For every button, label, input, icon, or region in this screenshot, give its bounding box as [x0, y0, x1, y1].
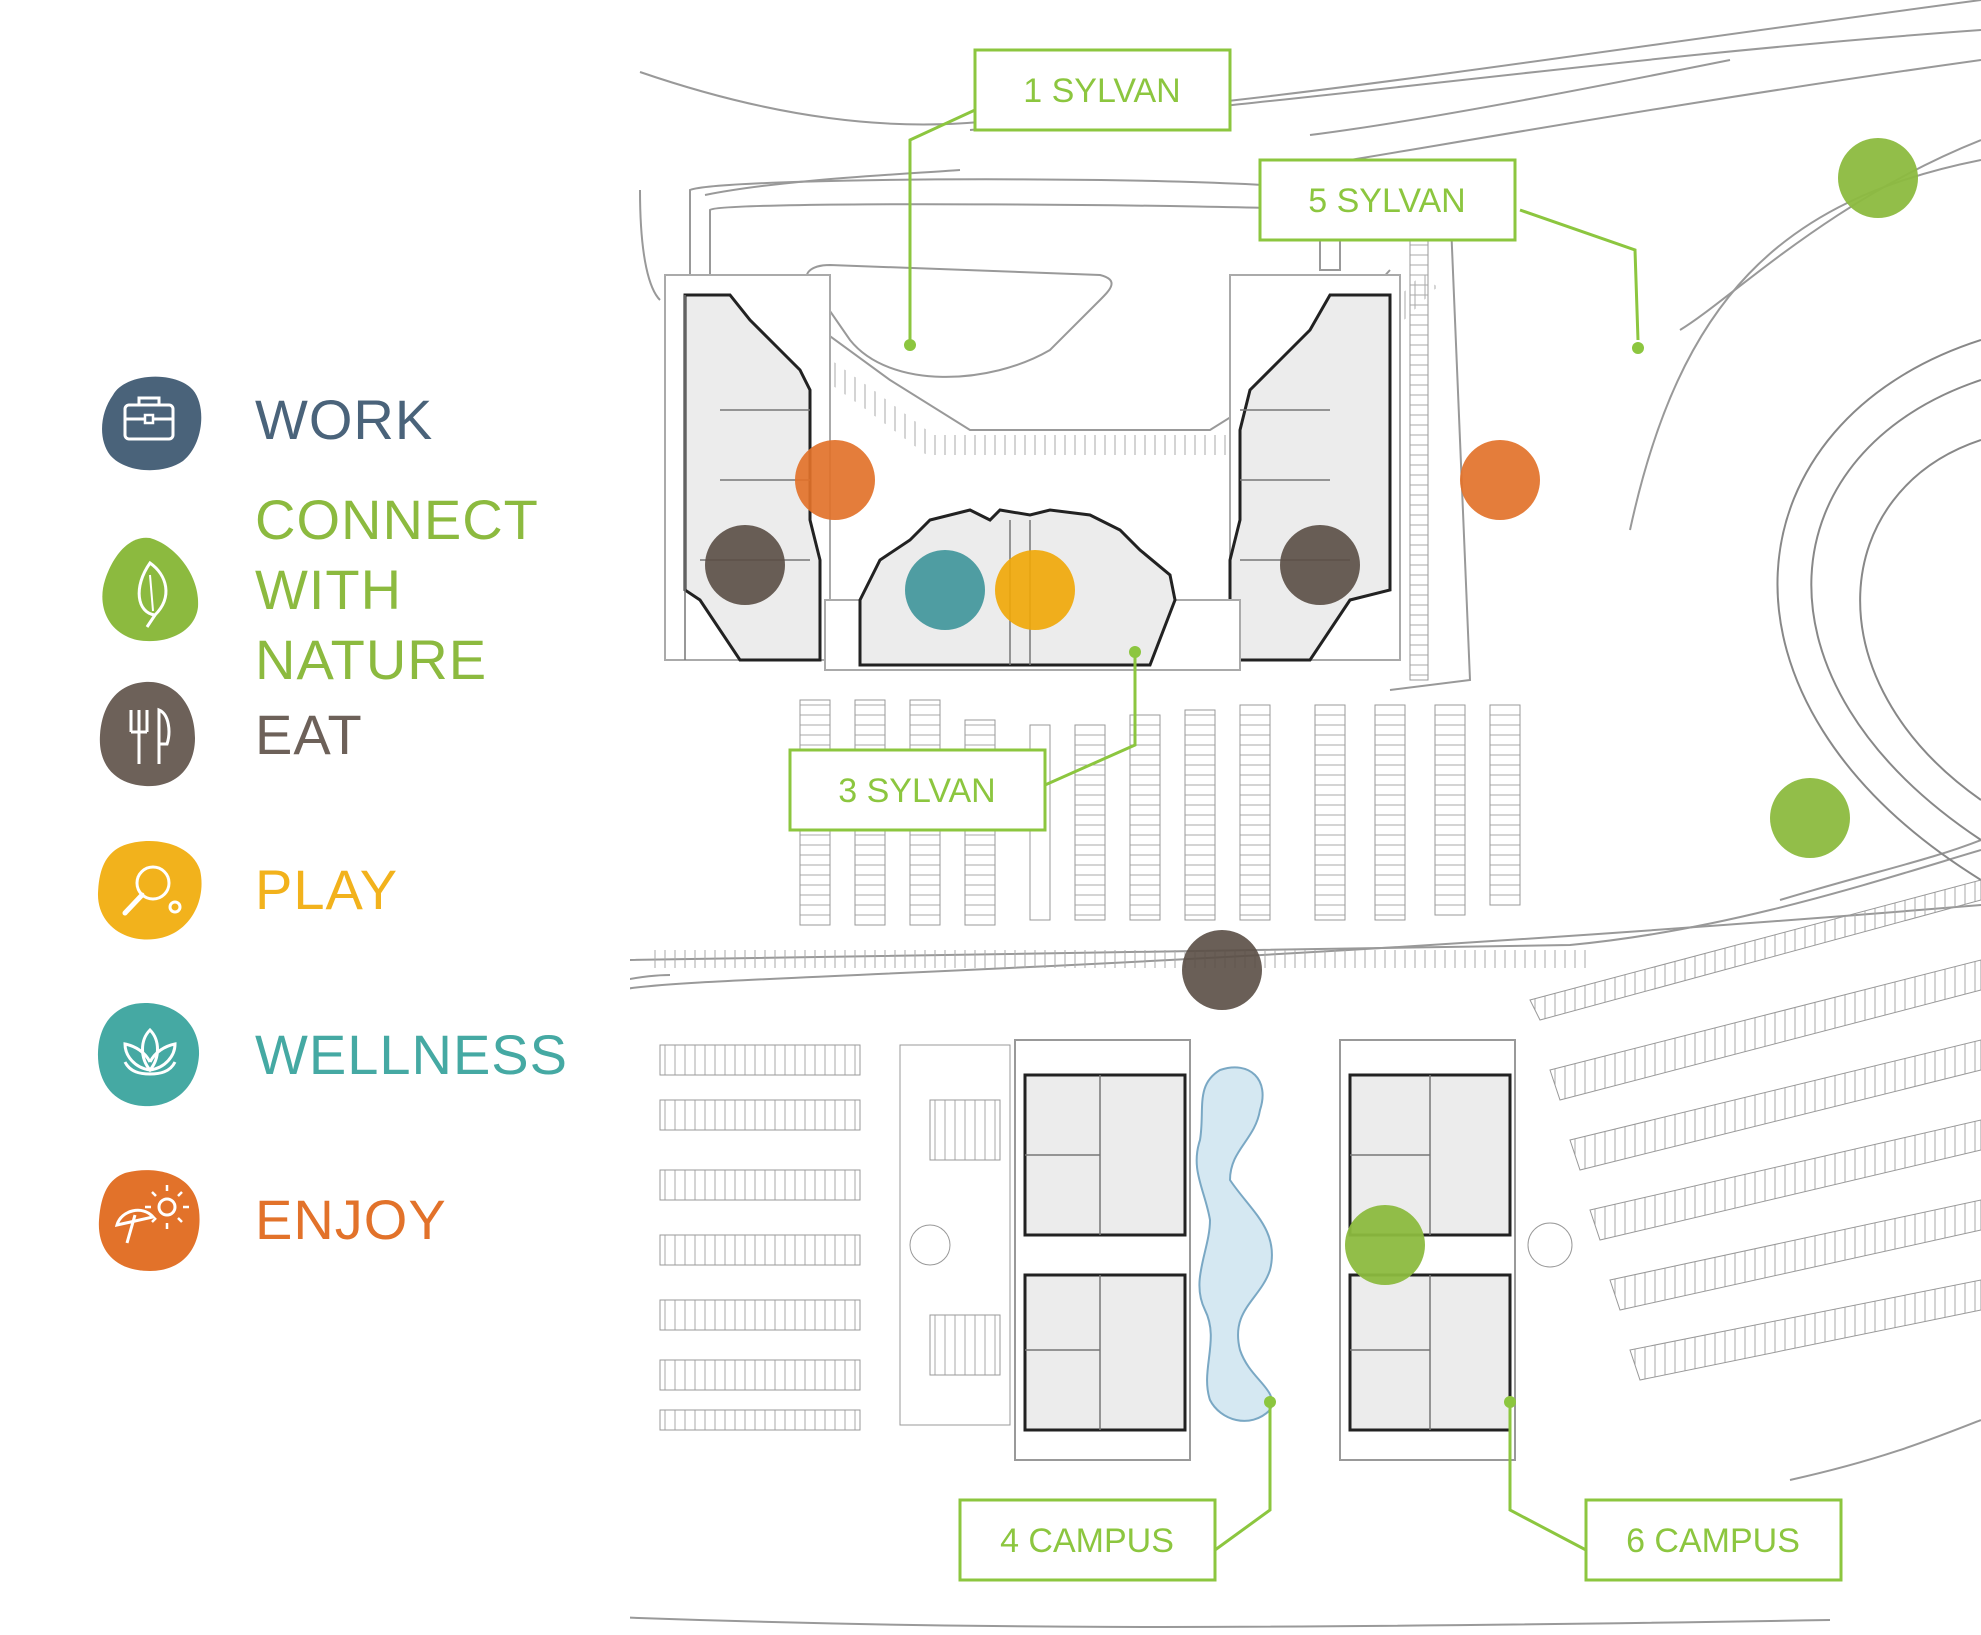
legend-label-enjoy: ENJOY — [255, 1188, 447, 1251]
svg-text:4 CAMPUS: 4 CAMPUS — [1000, 1522, 1174, 1560]
label-1-sylvan: 1 SYLVAN — [973, 48, 1232, 132]
briefcase-icon — [95, 365, 205, 475]
nature-marker-east — [1770, 778, 1850, 858]
label-4-campus: 4 CAMPUS — [958, 1498, 1217, 1582]
svg-text:1 SYLVAN: 1 SYLVAN — [1023, 72, 1180, 110]
lower-parking-east — [1527, 879, 1981, 1381]
lower-parking-west — [659, 1044, 1011, 1431]
legend-item-enjoy: ENJOY — [95, 1165, 447, 1275]
fork-knife-icon — [95, 680, 205, 790]
map-legend: WORK CONNECT WITH NATURE EAT — [0, 0, 600, 1635]
water-feature — [1195, 1066, 1273, 1422]
legend-label-wellness: WELLNESS — [255, 1023, 568, 1086]
building-6-campus — [1339, 1039, 1516, 1461]
label-5-sylvan: 5 SYLVAN — [1258, 158, 1517, 242]
ping-pong-icon — [95, 835, 205, 945]
eat-marker-1-sylvan — [705, 525, 785, 605]
nature-marker-courtyard — [1345, 1205, 1425, 1285]
lotus-icon — [95, 1000, 205, 1110]
wellness-marker — [905, 550, 985, 630]
leaf-icon — [95, 535, 205, 645]
legend-item-work: WORK — [95, 365, 433, 475]
legend-item-play: PLAY — [95, 835, 398, 945]
legend-label-work: WORK — [255, 388, 434, 451]
leader-lines — [908, 108, 1640, 1552]
legend-item-connect-with-nature: CONNECT WITH NATURE — [95, 488, 600, 691]
amenity-markers — [705, 138, 1918, 1285]
legend-label-eat: EAT — [255, 703, 363, 766]
eat-marker-cafe — [1182, 930, 1262, 1010]
legend-item-wellness: WELLNESS — [95, 1000, 568, 1110]
nature-marker-northeast — [1838, 138, 1918, 218]
leader-dots — [904, 339, 1644, 1408]
label-3-sylvan: 3 SYLVAN — [788, 748, 1047, 832]
eat-marker-5-sylvan — [1280, 525, 1360, 605]
svg-text:3 SYLVAN: 3 SYLVAN — [838, 772, 995, 810]
legend-label-connect-with-nature: CONNECT WITH NATURE — [255, 488, 539, 691]
campus-site-plan: 1 SYLVAN 5 SYLVAN 3 SYLVAN 4 CAMPUS 6 CA… — [630, 0, 1981, 1635]
legend-label-play: PLAY — [255, 858, 399, 921]
umbrella-sun-icon — [95, 1165, 205, 1275]
building-4-campus — [1014, 1039, 1191, 1461]
play-marker — [995, 550, 1075, 630]
legend-item-eat: EAT — [95, 680, 363, 790]
label-6-campus: 6 CAMPUS — [1584, 1498, 1843, 1582]
right-curved-building — [1776, 339, 1981, 881]
enjoy-marker-west — [795, 440, 875, 520]
enjoy-marker-east — [1460, 440, 1540, 520]
svg-text:5 SYLVAN: 5 SYLVAN — [1308, 182, 1465, 220]
svg-text:6 CAMPUS: 6 CAMPUS — [1626, 1522, 1800, 1560]
